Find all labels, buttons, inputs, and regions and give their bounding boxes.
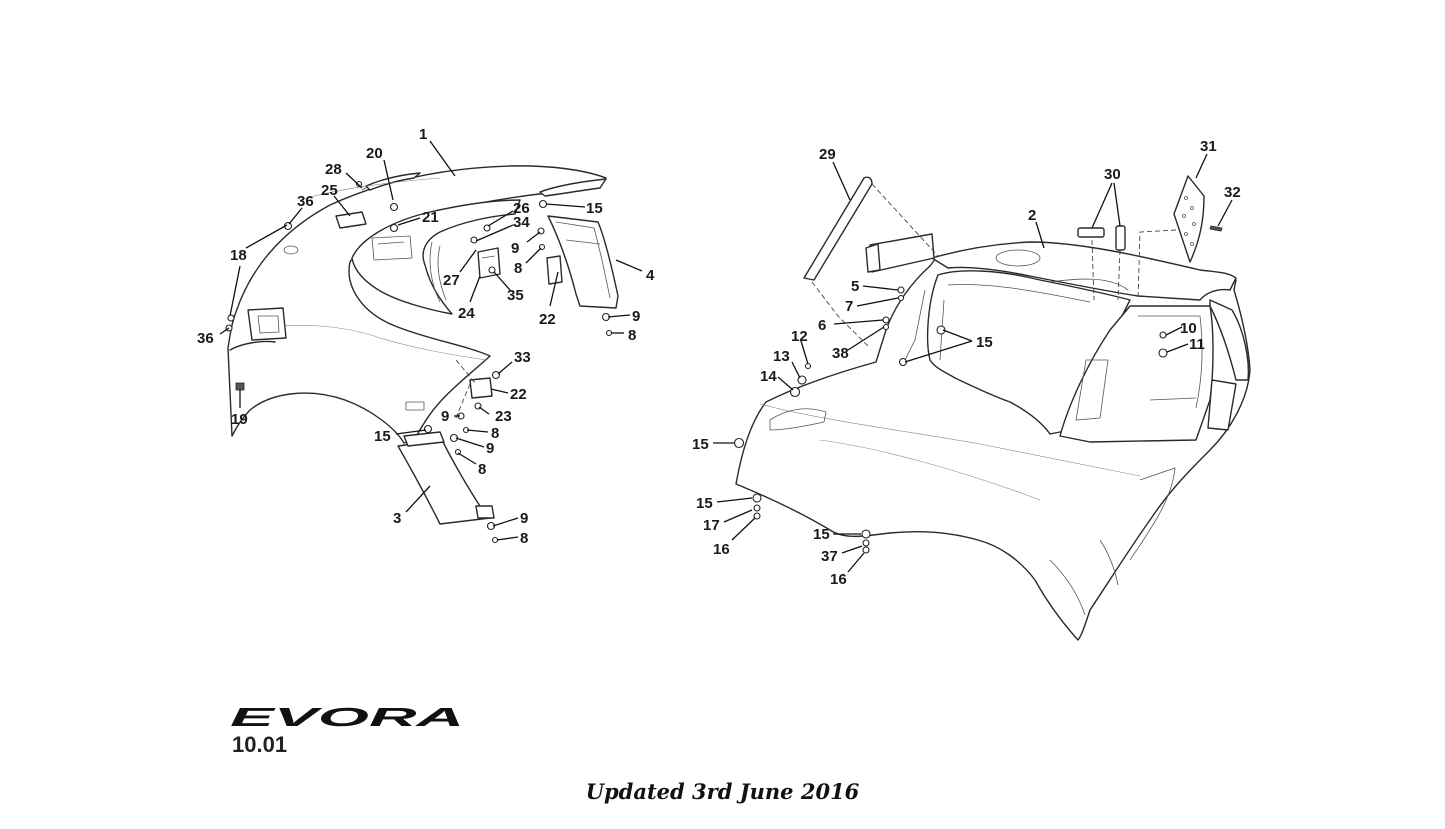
callout-24: 24 <box>458 305 475 322</box>
callout-9-right: 9 <box>632 308 640 325</box>
callout-15-upper: 15 <box>586 200 603 217</box>
evora-logo: EVORA <box>230 704 464 732</box>
callout-16-right: 16 <box>830 571 847 588</box>
right-assembly: 29 30 31 32 2 5 7 6 15 38 12 10 11 13 14… <box>692 138 1251 641</box>
callout-21: 21 <box>422 209 439 226</box>
callout-36-lower: 36 <box>197 330 214 347</box>
callout-16-left: 16 <box>713 541 730 558</box>
callout-28: 28 <box>325 161 342 178</box>
update-note: Updated 3rd June 2016 <box>585 779 860 804</box>
callout-18: 18 <box>230 247 247 264</box>
part-29-strip <box>803 176 873 281</box>
right-callouts: 29 30 31 32 2 5 7 6 15 38 12 10 11 13 14… <box>692 138 1241 588</box>
callout-4: 4 <box>646 267 655 284</box>
callout-9-upper: 9 <box>511 240 519 257</box>
callout-2: 2 <box>1028 207 1036 224</box>
bracket-22-upper <box>546 255 563 285</box>
callout-38: 38 <box>832 345 849 362</box>
rear-clam-panel <box>227 165 607 444</box>
callout-37: 37 <box>821 548 838 565</box>
right-dash-lines <box>811 183 1177 347</box>
callout-36-upper: 36 <box>297 193 314 210</box>
callout-10: 10 <box>1180 320 1197 337</box>
callout-22-lower: 22 <box>510 386 527 403</box>
callout-35: 35 <box>507 287 524 304</box>
spoiler-lip <box>539 178 607 197</box>
callout-5: 5 <box>851 278 859 295</box>
callout-15-left-bottom: 15 <box>696 495 713 512</box>
callout-9-mid: 9 <box>441 408 449 425</box>
left-leaders <box>219 140 643 541</box>
left-callouts: 1 20 28 25 36 21 26 34 15 9 8 4 27 35 24… <box>197 126 655 547</box>
callout-15-lower: 15 <box>374 428 391 445</box>
part-30-pad-b <box>1115 225 1126 251</box>
part-31-plate <box>1173 175 1205 263</box>
left-hardware <box>225 180 613 544</box>
callout-30: 30 <box>1104 166 1121 183</box>
callout-20: 20 <box>366 145 383 162</box>
part-30-pad-a <box>1077 227 1105 238</box>
callout-33: 33 <box>514 349 531 366</box>
callout-9-bottom: 9 <box>520 510 528 527</box>
callout-29: 29 <box>819 146 836 163</box>
callout-15-boot: 15 <box>976 334 993 351</box>
bracket-22-lower <box>469 377 493 399</box>
callout-25: 25 <box>321 182 338 199</box>
callout-8-mid: 8 <box>491 425 499 442</box>
part-4-panel <box>547 215 619 309</box>
callout-8-upper: 8 <box>514 260 522 277</box>
callout-8-low: 8 <box>478 461 486 478</box>
callout-8-right: 8 <box>628 327 636 344</box>
callout-13: 13 <box>773 348 790 365</box>
callout-3: 3 <box>393 510 401 527</box>
vent-25 <box>335 211 367 229</box>
callout-22-upper: 22 <box>539 311 556 328</box>
callout-7: 7 <box>845 298 853 315</box>
callout-27: 27 <box>443 272 460 289</box>
evora-logo-text: EVORA <box>230 704 464 732</box>
left-assembly: 1 20 28 25 36 21 26 34 15 9 8 4 27 35 24… <box>197 126 655 547</box>
section-number: 10.01 <box>232 732 288 757</box>
callout-32: 32 <box>1224 184 1241 201</box>
callout-1: 1 <box>419 126 427 143</box>
callout-15-right-bottom: 15 <box>813 526 830 543</box>
callout-8-bottom: 8 <box>520 530 528 547</box>
callout-12: 12 <box>791 328 808 345</box>
callout-15-side: 15 <box>692 436 709 453</box>
callout-9-low: 9 <box>486 440 494 457</box>
callout-31: 31 <box>1200 138 1217 155</box>
callout-14: 14 <box>760 368 777 385</box>
callout-19: 19 <box>231 411 248 428</box>
callout-23: 23 <box>495 408 512 425</box>
callout-11: 11 <box>1189 336 1205 353</box>
right-leaders <box>713 153 1233 573</box>
callout-17: 17 <box>703 517 720 534</box>
luggage-tray <box>1059 305 1214 443</box>
callout-26: 26 <box>513 200 530 217</box>
callout-6: 6 <box>818 317 826 334</box>
callout-34: 34 <box>513 214 530 231</box>
